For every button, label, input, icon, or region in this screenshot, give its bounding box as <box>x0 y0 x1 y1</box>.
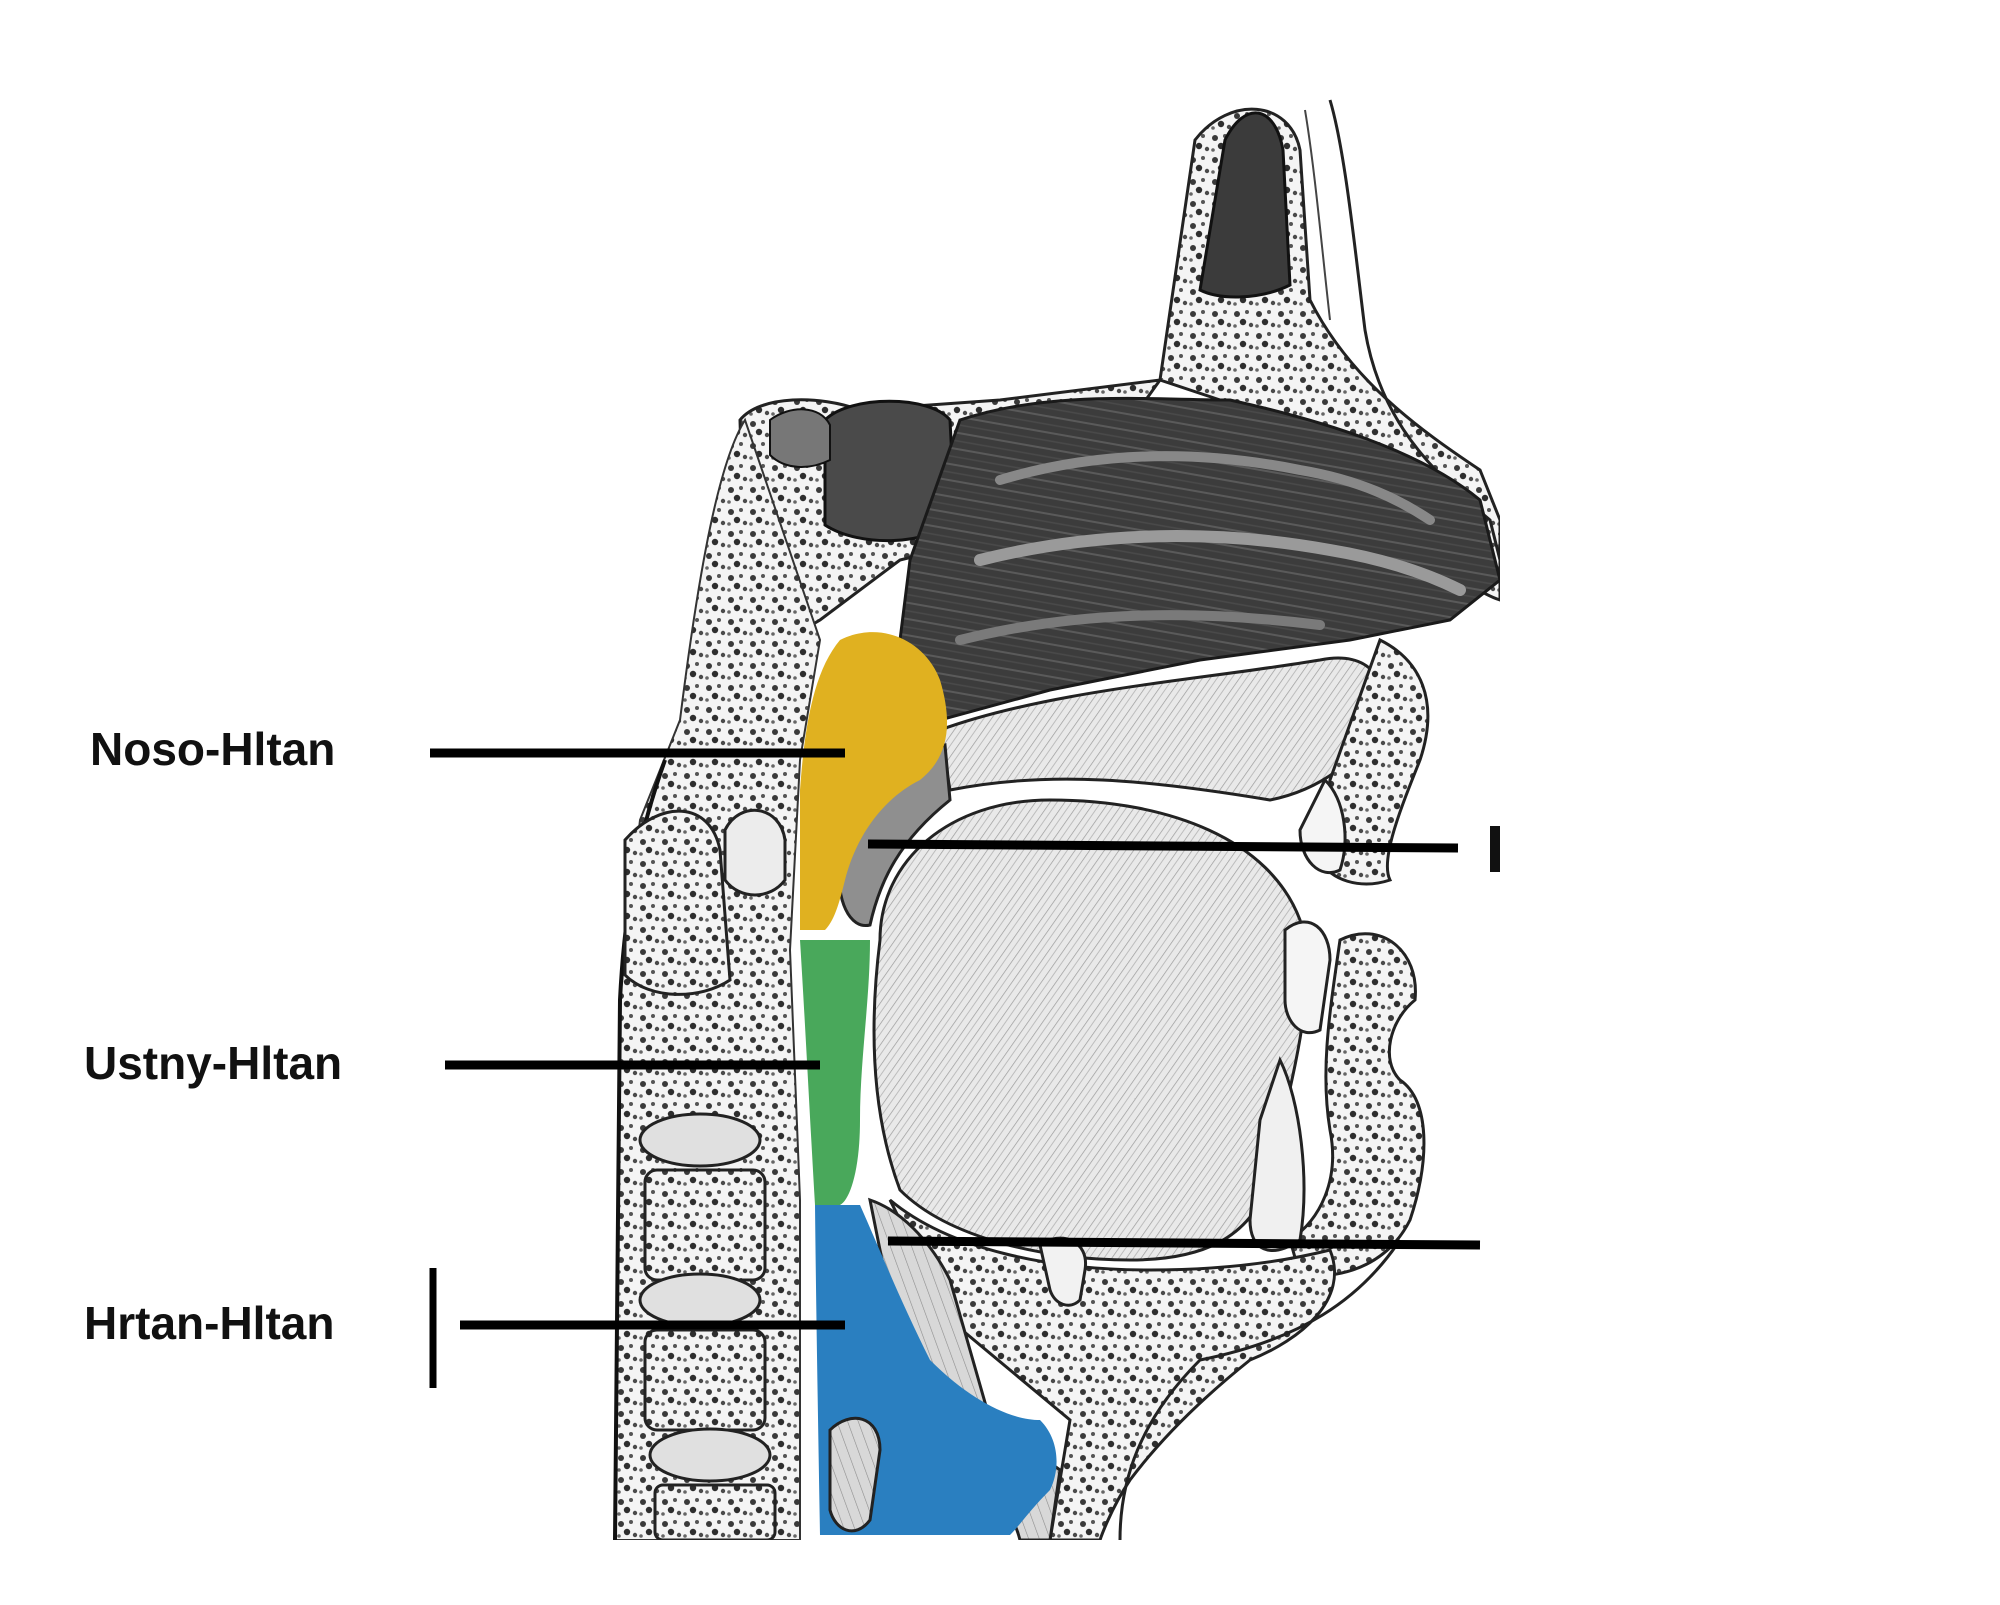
nasal-turbinate-2 <box>974 530 1466 596</box>
label-laryngopharynx: Hrtan-Hltan <box>84 1297 335 1349</box>
tongue <box>872 798 1309 1262</box>
epiglottis-leader <box>887 1236 1481 1250</box>
right-blank-area <box>1500 0 2000 1600</box>
label-nasopharynx: Noso-Hltan <box>90 723 336 775</box>
nasal-turbinate-3 <box>955 610 1325 645</box>
label-oropharynx: Ustny-Hltan <box>84 1037 343 1089</box>
neck-profile <box>1118 1239 1402 1541</box>
lower-tooth <box>1283 920 1332 1035</box>
bottom-blank-area <box>600 1540 1500 1600</box>
frontal-sinus <box>1198 111 1292 299</box>
lower-lip-and-chin <box>1288 932 1426 1278</box>
skin-profile-inner <box>1304 109 1331 321</box>
soft-palate-leader <box>867 839 1459 853</box>
upper-lip <box>1318 637 1430 886</box>
cropped-label-fragment <box>1490 826 1500 872</box>
dens-process <box>723 808 787 897</box>
sphenoid-sinus-small <box>769 408 831 468</box>
oropharynx-region <box>800 940 870 1205</box>
vertebrae <box>623 809 777 1542</box>
nasal-turbinate-1 <box>995 451 1435 525</box>
nasopharynx-region <box>800 632 948 930</box>
arytenoid <box>828 1416 882 1533</box>
